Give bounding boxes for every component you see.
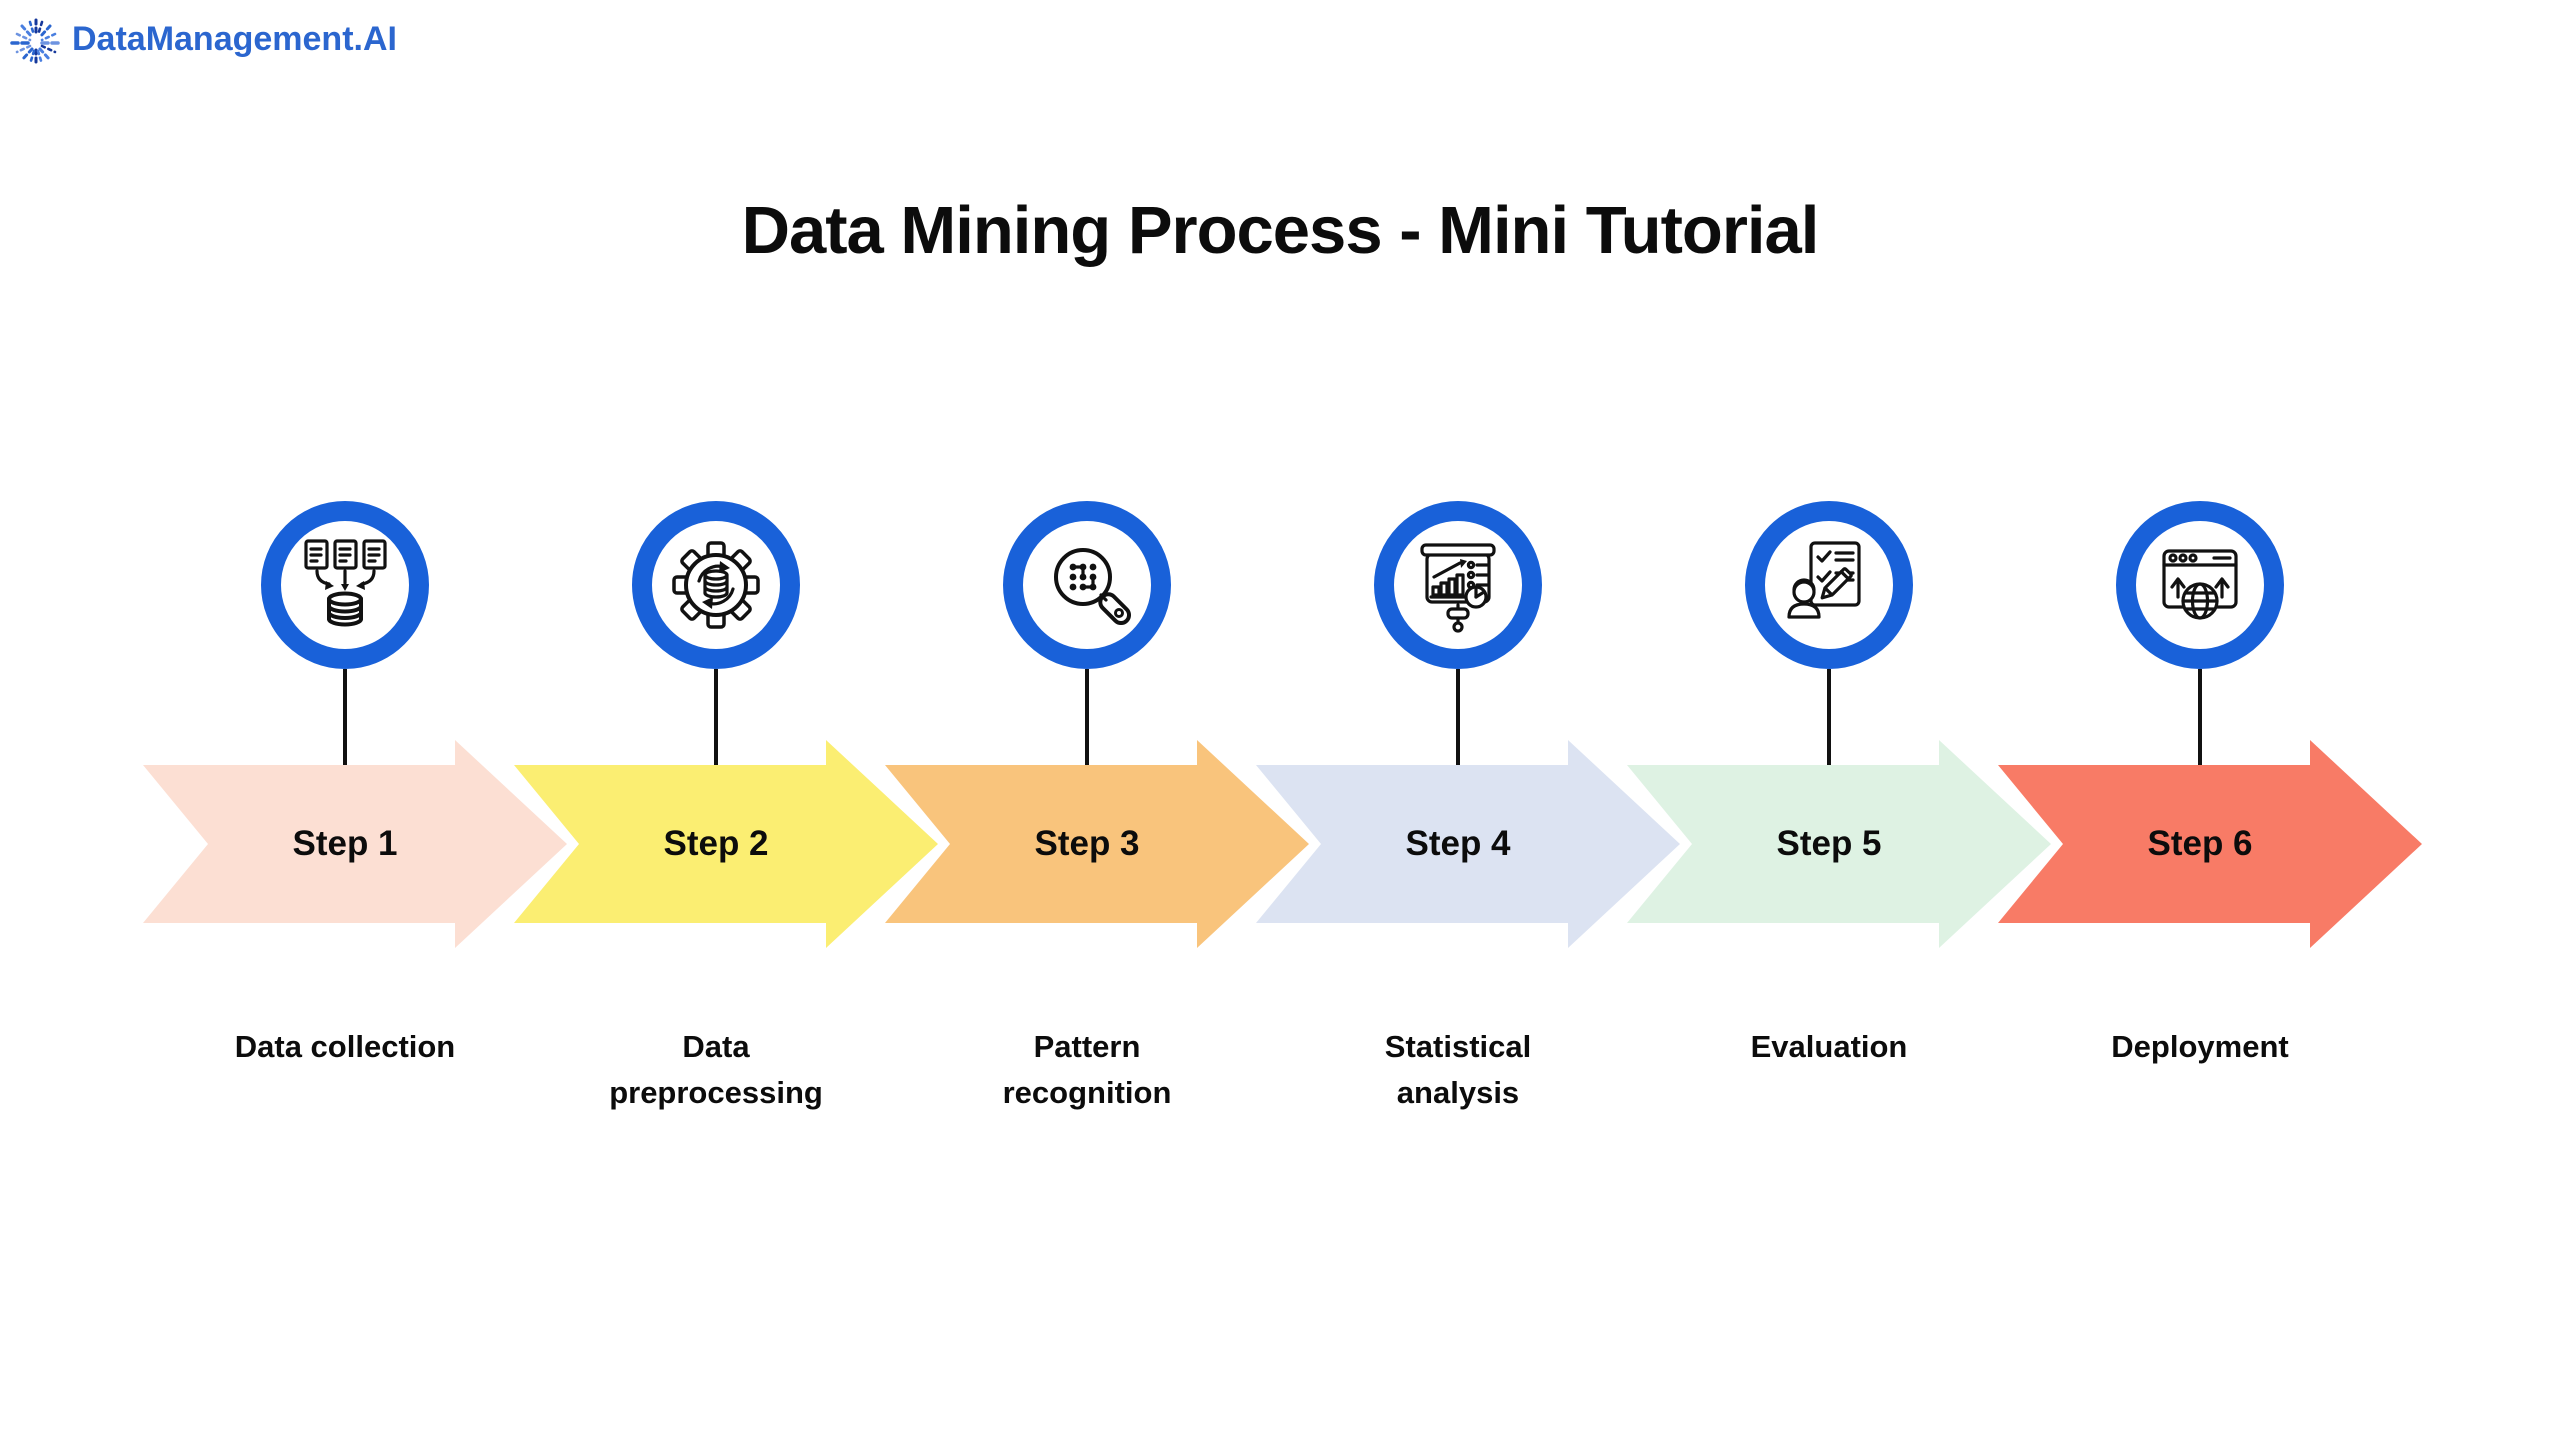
step1-name: Data collection xyxy=(234,1029,456,1064)
checklist-person-icon xyxy=(1787,541,1861,619)
step5-name: Evaluation xyxy=(1750,1029,1908,1064)
step5-connector-line xyxy=(1827,669,1831,769)
presentation-chart-icon xyxy=(1420,543,1496,633)
step1-connector-line xyxy=(343,669,347,769)
step3-icon-circle xyxy=(1003,501,1171,669)
brand-logo: DataManagement.AI xyxy=(8,8,397,70)
step6-icon-circle xyxy=(2116,501,2284,669)
step4-name: Statistical analysis xyxy=(1384,1029,1532,1110)
step3-label: Step 3 xyxy=(1034,824,1140,863)
step6-connector-line xyxy=(2198,669,2202,769)
step3-name: Pattern recognition xyxy=(1002,1029,1172,1110)
starburst-icon xyxy=(10,18,62,68)
step6-label: Step 6 xyxy=(2147,824,2253,863)
step4-connector-line xyxy=(1456,669,1460,769)
browser-globe-icon xyxy=(2162,549,2238,620)
step4-icon-circle xyxy=(1374,501,1542,669)
magnifier-pattern-icon xyxy=(1054,548,1132,626)
step2-name: Data preprocessing xyxy=(609,1029,823,1110)
documents-to-database-icon xyxy=(304,539,387,627)
page-title: Data Mining Process - Mini Tutorial xyxy=(741,193,1820,268)
brand-name: DataManagement.AI xyxy=(72,19,397,58)
step6-name: Deployment xyxy=(2111,1029,2289,1064)
step5-label: Step 5 xyxy=(1776,824,1882,863)
step2-label: Step 2 xyxy=(663,824,769,863)
step2-icon-circle xyxy=(632,501,800,669)
step1-icon-circle xyxy=(261,501,429,669)
step4-label: Step 4 xyxy=(1405,824,1511,863)
step5-icon-circle xyxy=(1745,501,1913,669)
step2-connector-line xyxy=(714,669,718,769)
step1-label: Step 1 xyxy=(292,824,398,863)
step3-connector-line xyxy=(1085,669,1089,769)
gear-database-icon xyxy=(672,541,760,629)
